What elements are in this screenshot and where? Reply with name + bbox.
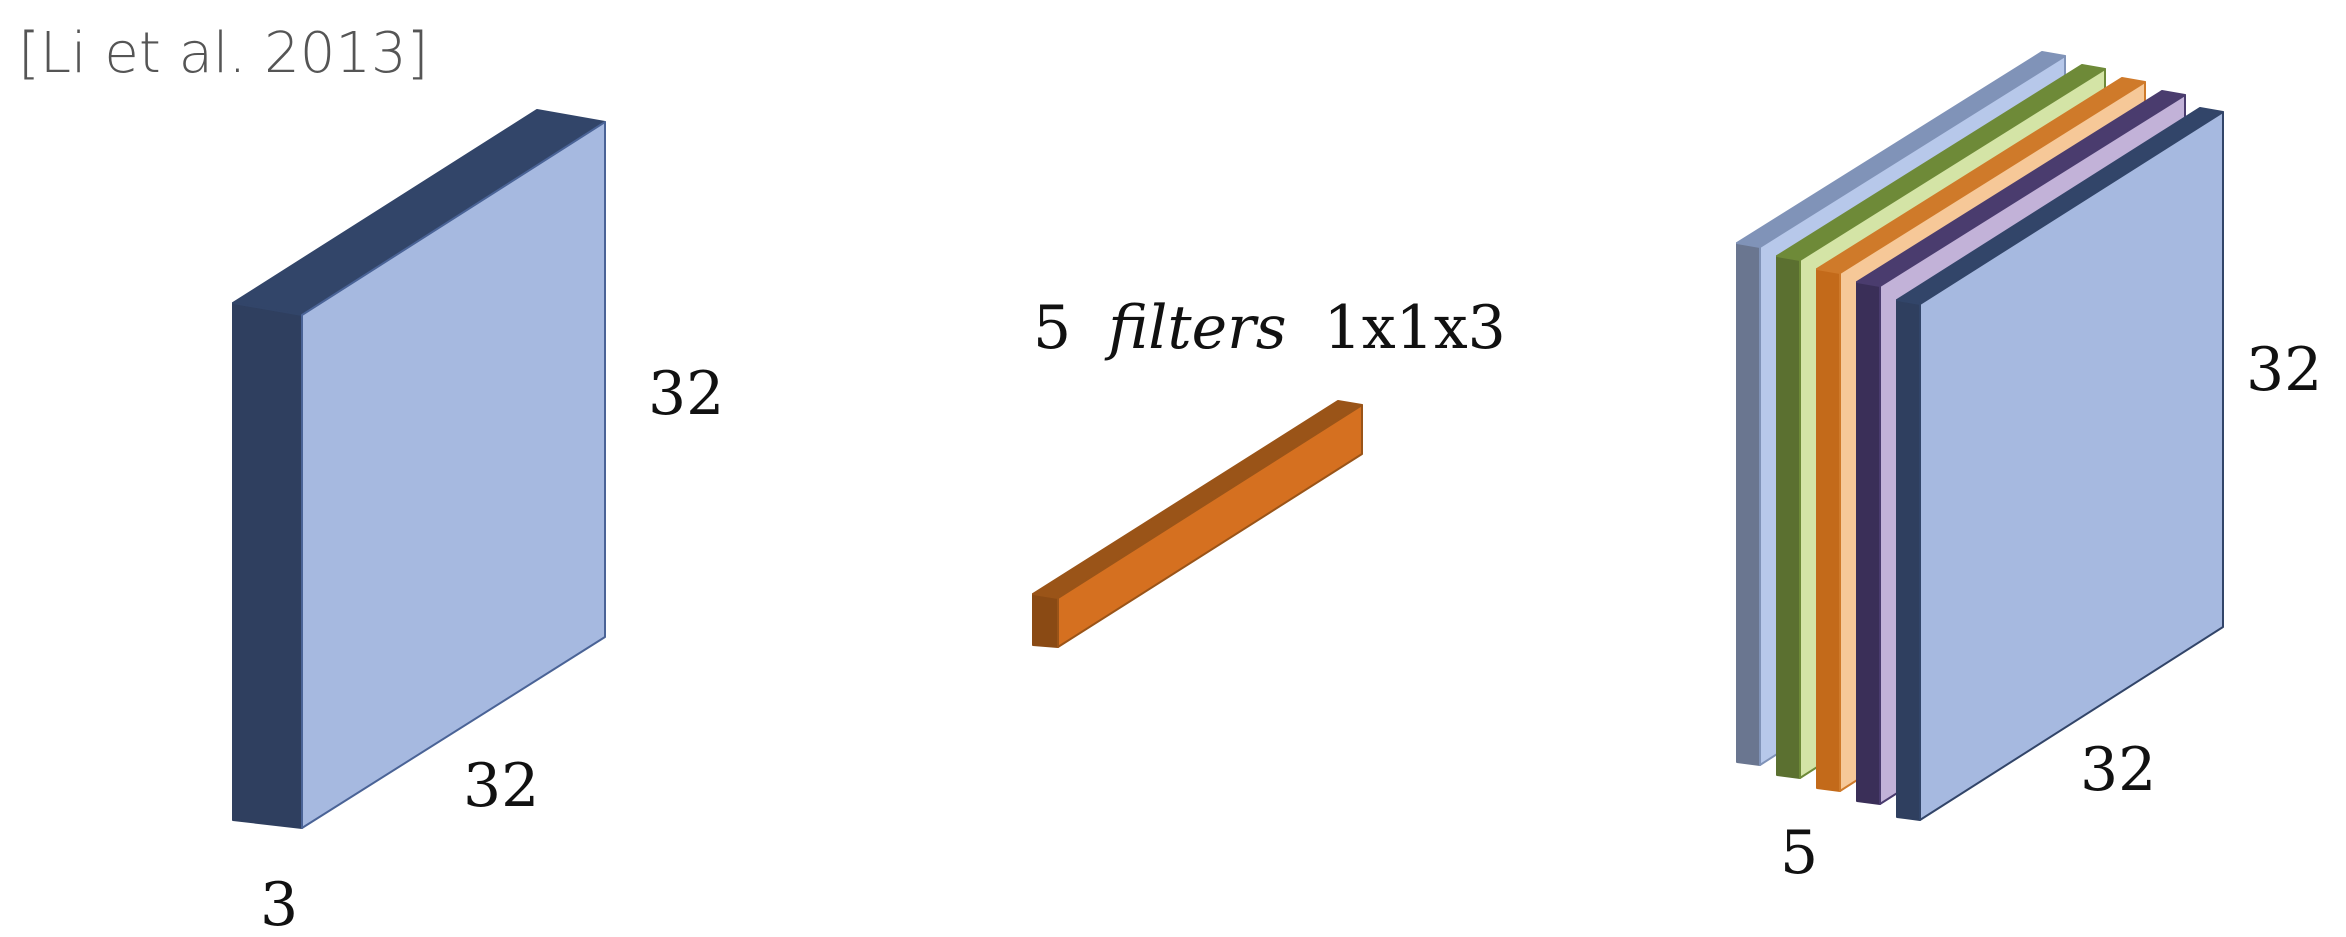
input-height-label: 32 [648, 359, 724, 429]
filter-bar-side-face [1032, 593, 1059, 648]
filter-word: filters [1104, 293, 1286, 363]
output-width-label: 32 [2080, 735, 2156, 805]
slice-5-front-face [1919, 111, 2224, 821]
filter-caption: 5 filters 1x1x3 [1033, 293, 1506, 363]
slice-2-side-face [1776, 255, 1801, 779]
filter-bar-top-face [1032, 400, 1363, 599]
slice-5-side-face [1896, 299, 1921, 821]
input-volume-front-face [301, 121, 606, 829]
output-height-label: 32 [2246, 335, 2322, 405]
filter-count: 5 [1033, 293, 1071, 363]
input-depth-label: 3 [260, 870, 298, 937]
output-slice-5 [1896, 107, 2224, 821]
input-width-label: 32 [463, 751, 539, 821]
output-volume [1736, 51, 2224, 821]
slice-3-side-face [1816, 268, 1841, 792]
slice-1-side-face [1736, 242, 1761, 766]
filter-bar [1032, 400, 1363, 648]
input-volume [232, 109, 606, 829]
citation: [Li et al. 2013] [18, 21, 428, 86]
filter-size: 1x1x3 [1324, 293, 1506, 363]
filter-bar-front-face [1057, 404, 1363, 648]
slice-4-side-face [1856, 281, 1881, 805]
output-depth-label: 5 [1780, 818, 1818, 888]
input-volume-side-face [232, 302, 303, 829]
